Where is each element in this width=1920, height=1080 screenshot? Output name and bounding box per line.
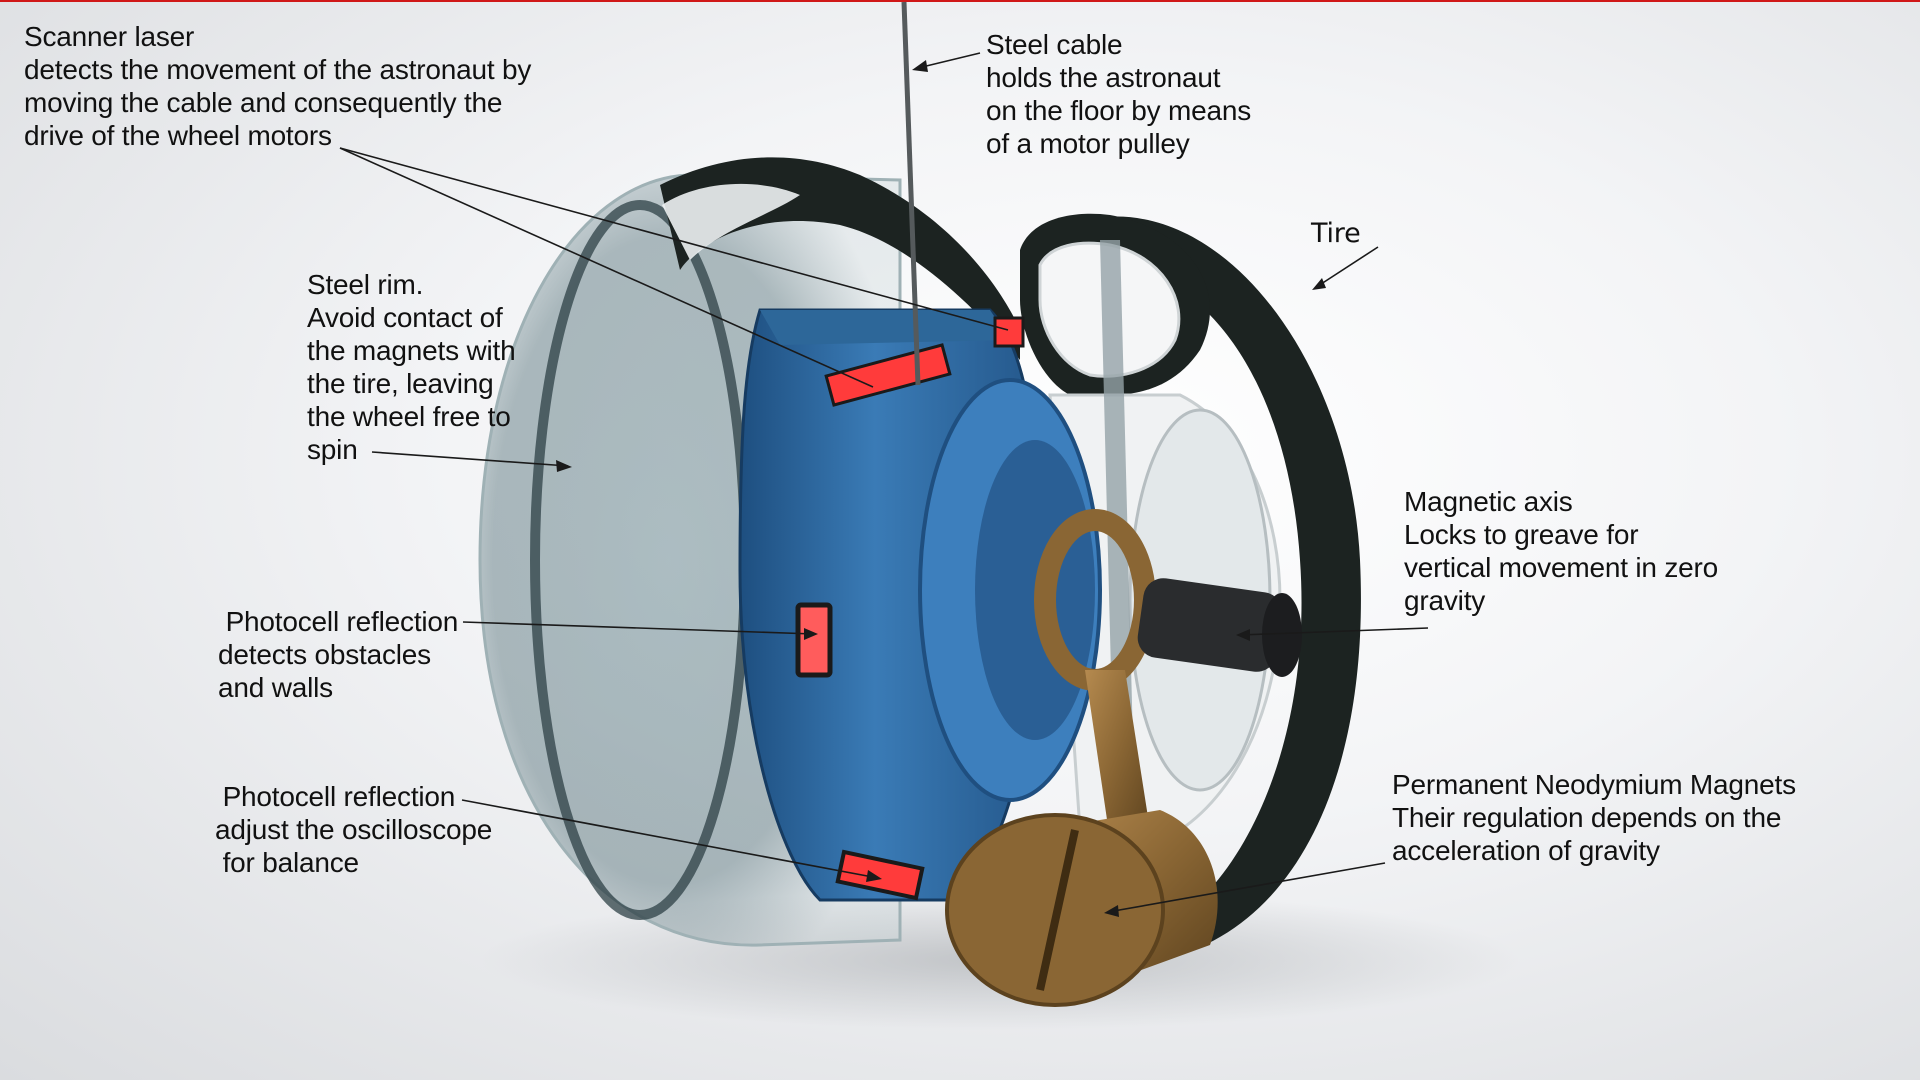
- leader-photocell-balance: [461, 799, 879, 879]
- neodymium-magnets-line-2: Their regulation depends on the: [1392, 802, 1782, 833]
- label-tire: Tire: [1311, 217, 1361, 250]
- leader-arrowheads: [556, 60, 1326, 917]
- leader-scanner-1: [339, 147, 874, 388]
- label-magnetic-axis: Magnetic axis Locks to greave for vertic…: [1404, 485, 1718, 617]
- scanner-laser-line-2: detects the movement of the astronaut by: [24, 54, 532, 85]
- scanner-laser-title: Scanner laser: [24, 21, 195, 52]
- leader-magnets: [1107, 862, 1386, 913]
- steel-rim-line-6: spin: [307, 434, 358, 465]
- bronze-lever: [1085, 670, 1150, 840]
- arrow-steel-cable: [912, 60, 928, 72]
- leader-scanner-2: [339, 147, 1009, 331]
- magnetic-axis-title: Magnetic axis: [1404, 486, 1573, 517]
- steel-rim-line-5: the wheel free to: [307, 401, 511, 432]
- label-neodymium-magnets: Permanent Neodymium Magnets Their regula…: [1392, 768, 1796, 867]
- label-scanner-laser: Scanner laser detects the movement of th…: [24, 20, 531, 152]
- arrow-magnets: [1104, 905, 1119, 917]
- photocell-obstacles-title: Photocell reflection: [218, 606, 459, 637]
- leader-tire: [1317, 246, 1379, 287]
- photocell-balance-line-3: for balance: [215, 847, 360, 878]
- leader-steel-rim: [371, 451, 569, 467]
- tire-right: [1085, 216, 1361, 960]
- leader-magnetic-axis: [1239, 627, 1429, 636]
- tire-title: Tire: [1311, 218, 1361, 249]
- photocell-obstacles-line-2: detects obstacles: [218, 639, 431, 670]
- steel-cable: [901, 1, 921, 386]
- steel-rim-line-2: Avoid contact of: [307, 302, 503, 333]
- steel-rim-line-3: the magnets with: [307, 335, 516, 366]
- steel-cable-line-4: of a motor pulley: [986, 128, 1190, 159]
- arrow-magnetic-axis: [1236, 629, 1250, 641]
- arrow-photocell-obstacles: [804, 628, 818, 640]
- tire-left-inner: [662, 183, 800, 260]
- magnetic-axis-line-4: gravity: [1404, 585, 1486, 616]
- photocell-front: [795, 602, 833, 678]
- label-photocell-balance: Photocell reflection adjust the oscillos…: [215, 780, 492, 879]
- magnet-slot: [1036, 829, 1079, 991]
- arrow-photocell-balance: [866, 870, 882, 882]
- leader-photocell-obstacles: [462, 621, 815, 635]
- magnetic-axis-line-3: vertical movement in zero: [1404, 552, 1719, 583]
- magnetic-axis-line-2: Locks to greave for: [1404, 519, 1639, 550]
- photocell-balance-line-2: adjust the oscilloscope: [215, 814, 493, 845]
- photocell-balance-title: Photocell reflection: [215, 781, 456, 812]
- magnetic-axis: [1137, 578, 1283, 672]
- leader-steel-cable: [917, 52, 981, 69]
- scanner-laser-bar-right: [993, 316, 1025, 348]
- photocell-bottom: [835, 849, 925, 901]
- steel-cable-title: Steel cable: [986, 29, 1123, 60]
- steel-cable-line-2: holds the astronaut: [986, 62, 1221, 93]
- photocell-obstacles-line-3: and walls: [218, 672, 333, 703]
- top-red-border: [0, 0, 1920, 2]
- label-steel-cable: Steel cable holds the astronaut on the f…: [986, 28, 1251, 160]
- label-steel-rim: Steel rim. Avoid contact of the magnets …: [307, 268, 516, 466]
- neodymium-magnets-line-3: acceleration of gravity: [1392, 835, 1660, 866]
- scanner-laser-line-4: drive of the wheel motors: [24, 120, 332, 151]
- steel-rim-title: Steel rim.: [307, 269, 424, 300]
- leader-lines: [339, 52, 1429, 913]
- label-photocell-obstacles: Photocell reflection detects obstacles a…: [218, 605, 458, 704]
- magnetic-axis-end: [1262, 593, 1302, 677]
- arrow-steel-rim: [556, 460, 572, 472]
- motor-housing-top: [760, 310, 1010, 345]
- neodymium-magnets-title: Permanent Neodymium Magnets: [1392, 769, 1796, 800]
- steel-cable-line-3: on the floor by means: [986, 95, 1252, 126]
- steel-rim-line-4: the tire, leaving: [307, 368, 494, 399]
- arrow-tire: [1312, 278, 1326, 290]
- scanner-laser-line-3: moving the cable and consequently the: [24, 87, 503, 118]
